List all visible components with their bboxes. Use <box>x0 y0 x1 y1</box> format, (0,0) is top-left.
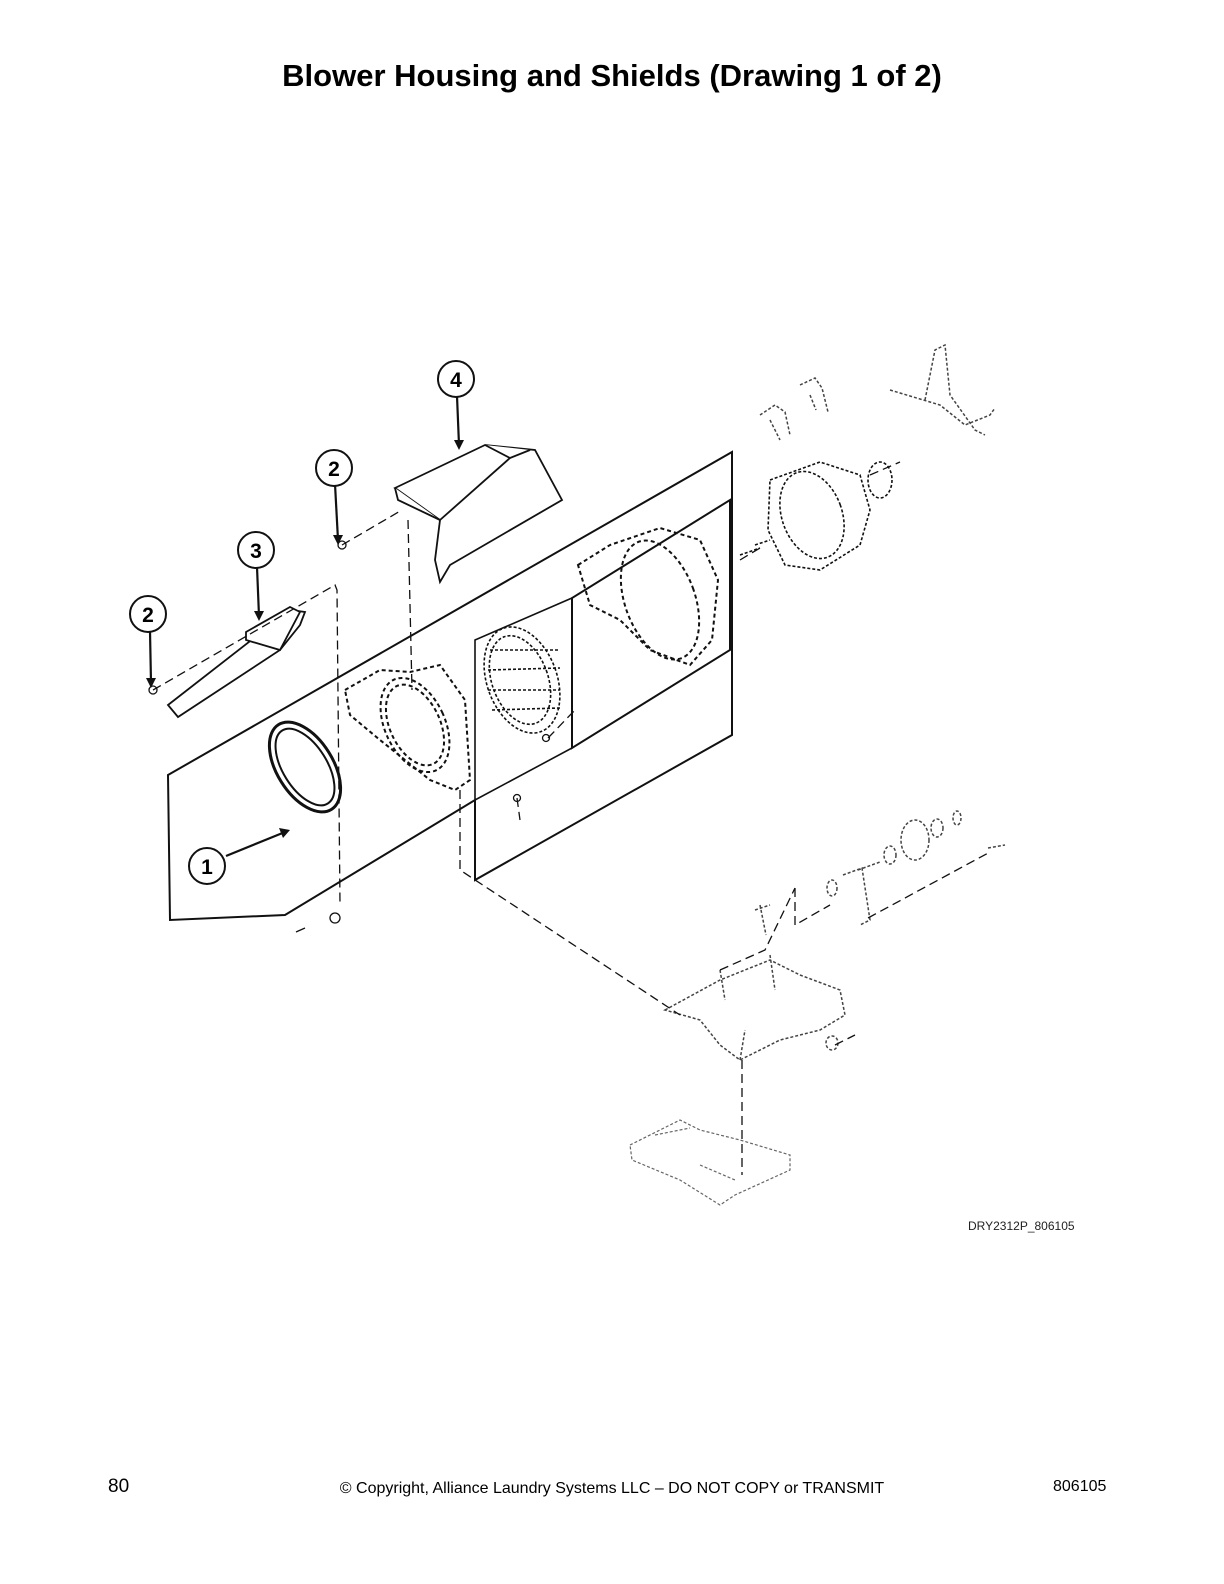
blower-wheel <box>483 626 561 734</box>
callout-arrows <box>148 395 461 858</box>
callout-4: 4 <box>437 360 475 398</box>
callout-2-left: 2 <box>129 595 167 633</box>
page-title: Blower Housing and Shields (Drawing 1 of… <box>282 58 942 93</box>
callout-3-label: 3 <box>250 540 262 563</box>
footer-doc-number: 806105 <box>1053 1478 1107 1495</box>
dashed-leaders <box>152 461 991 1175</box>
idler-assembly <box>663 810 1006 1061</box>
blower-housing-rear <box>576 526 720 667</box>
callout-2-left-label: 2 <box>142 604 154 627</box>
callout-3: 3 <box>237 531 275 569</box>
shield-small <box>166 605 307 719</box>
inner-panel-2 <box>474 596 573 802</box>
blower-housing-front <box>343 663 472 792</box>
back-panel <box>166 450 733 922</box>
mount-clips <box>759 377 829 441</box>
callout-2-top-label: 2 <box>328 458 340 481</box>
callout-arrowheads <box>146 440 464 838</box>
base-pan <box>629 1119 791 1206</box>
ring-gasket <box>267 720 343 814</box>
footer-copyright: © Copyright, Alliance Laundry Systems LL… <box>339 1480 885 1497</box>
callout-2-top: 2 <box>315 449 353 487</box>
callout-4-label: 4 <box>450 369 462 392</box>
footer-page-number: 80 <box>108 1476 130 1497</box>
shield-large <box>393 444 564 585</box>
callout-1: 1 <box>188 847 226 885</box>
callout-1-label: 1 <box>201 856 213 879</box>
drawing-id: DRY2312P_806105 <box>968 1219 1075 1233</box>
motor-bracket <box>889 343 996 436</box>
motor <box>739 461 893 571</box>
inner-panel <box>571 498 731 750</box>
